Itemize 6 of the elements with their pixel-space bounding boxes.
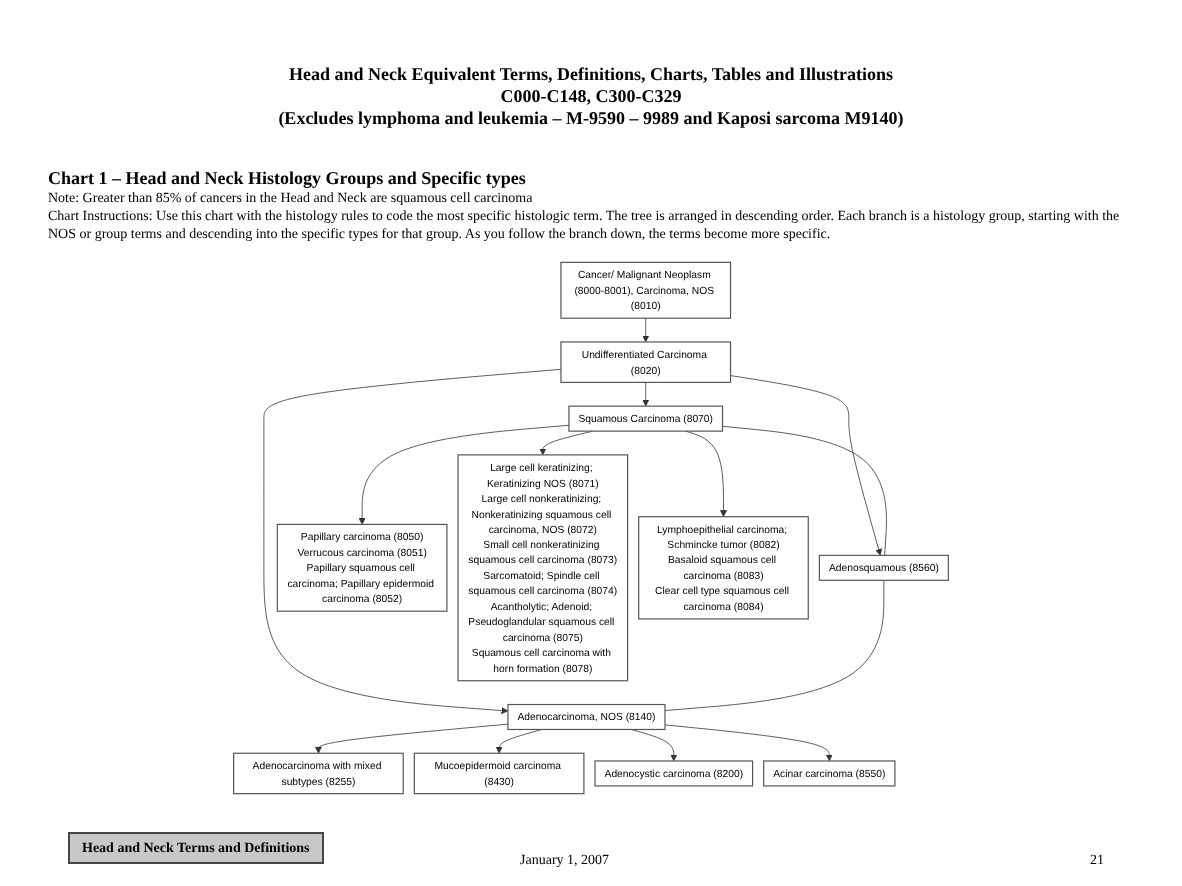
subtitle: (Excludes lymphoma and leukemia – M-9590 – 9989 and Kaposi sarcoma M9140)	[276, 108, 906, 130]
subtitle: C000-C148, C300-C329	[498, 86, 684, 108]
page-title: Head and Neck Equivalent Terms, Definitions, Charts, Tables and Illustrations	[286, 64, 896, 86]
connector	[722, 425, 887, 556]
chart-heading: Chart 1 – Head and Neck Histology Groups and Specific types	[48, 168, 528, 190]
connector	[664, 579, 885, 711]
